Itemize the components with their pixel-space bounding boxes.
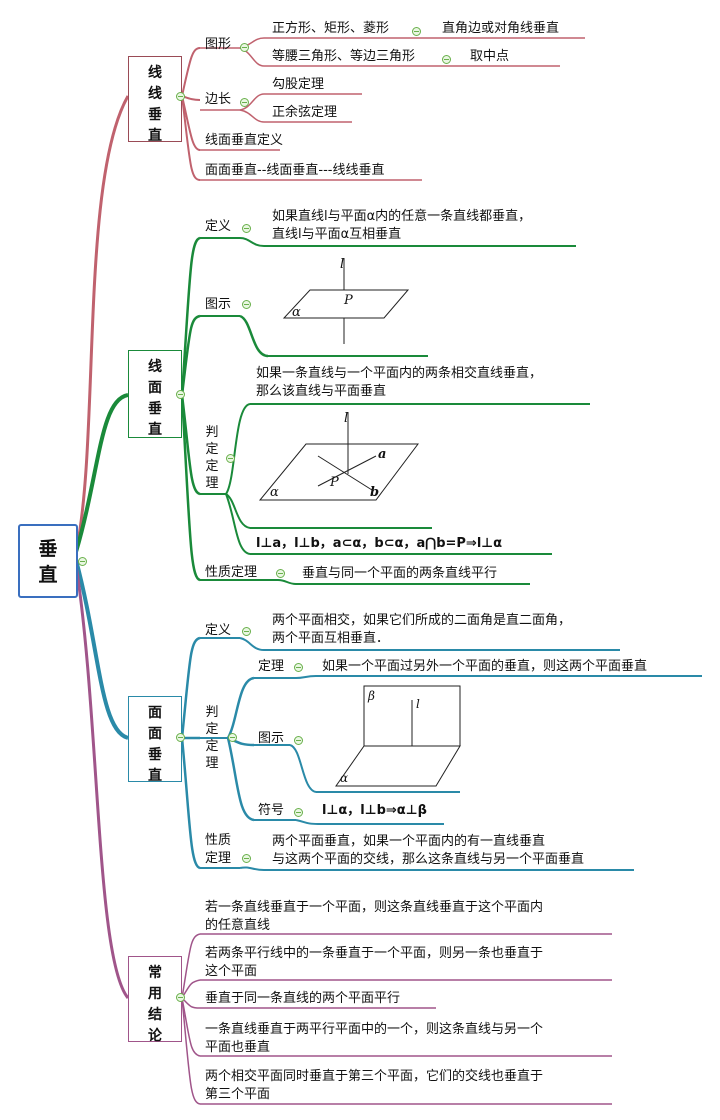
b3-def-label[interactable]: 定义 xyxy=(205,623,232,638)
b3-def-text-2[interactable]: 两个平面互相垂直． xyxy=(272,631,390,646)
b2-judge-text-2[interactable]: 那么该直线与平面垂直 xyxy=(256,384,387,399)
branch-1-label: 线线垂直 xyxy=(148,65,162,144)
b1-shape-leaf-2[interactable]: 取中点 xyxy=(470,49,510,64)
branch-3-collapse-toggle[interactable] xyxy=(176,733,185,742)
fig2-a-label: a xyxy=(378,447,386,462)
branch-4-connectors xyxy=(74,564,612,1105)
fig3-beta-label: β xyxy=(367,689,375,703)
b4-item-2-line-2[interactable]: 这个平面 xyxy=(205,964,258,979)
b3-judge-label[interactable]: 判定定理 xyxy=(205,705,219,771)
b2-def-text-1[interactable]: 如果直线l与平面α内的任意一条直线都垂直， xyxy=(272,209,532,224)
b1-shape-item-1-toggle[interactable] xyxy=(412,27,421,36)
b2-def-text-2[interactable]: 直线l与平面α互相垂直 xyxy=(272,227,402,242)
b4-item-3[interactable]: 垂直于同一条直线的两个平面平行 xyxy=(205,991,401,1006)
b4-item-2-line-1[interactable]: 若两条平行线中的一条垂直于一个平面，则另一条也垂直于 xyxy=(205,946,544,961)
branch-3-label: 面面垂直 xyxy=(148,705,162,784)
figure-1-line-plane xyxy=(282,258,410,344)
b3-prop-toggle[interactable] xyxy=(242,854,251,863)
branch-4-collapse-toggle[interactable] xyxy=(176,993,185,1002)
branch-1-collapse-toggle[interactable] xyxy=(176,92,185,101)
b4-item-1-line-1[interactable]: 若一条直线垂直于一个平面，则这条直线垂直于这个平面内 xyxy=(205,900,544,915)
figure-2-judge xyxy=(258,412,419,501)
b1-side-toggle[interactable] xyxy=(240,98,249,107)
fig1-alpha-label: α xyxy=(292,305,301,320)
branch-1-node[interactable]: 线线垂直 xyxy=(128,56,182,144)
b3-def-toggle[interactable] xyxy=(242,627,251,636)
b3-symbol-label[interactable]: 符号 xyxy=(258,803,285,818)
b1-side-item-1[interactable]: 勾股定理 xyxy=(272,77,325,92)
fig2-b-label: b xyxy=(370,485,379,500)
root-collapse-toggle[interactable] xyxy=(78,557,87,566)
fig3-l-label: l xyxy=(416,697,420,711)
figure-1-labels: l P α xyxy=(292,257,353,320)
b3-prop-text-1[interactable]: 两个平面垂直，如果一个平面内的有一直线垂直 xyxy=(272,834,546,849)
b1-side-item-2[interactable]: 正余弦定理 xyxy=(272,105,338,120)
branch-3-node[interactable]: 面面垂直 xyxy=(128,696,182,784)
branch-2-collapse-toggle[interactable] xyxy=(176,390,185,399)
fig2-alpha-label: α xyxy=(270,485,279,500)
fig1-l-label: l xyxy=(340,257,344,272)
b3-fig-label[interactable]: 图示 xyxy=(258,731,285,746)
b3-prop-text-2[interactable]: 与这两个平面的交线，那么这条直线与另一个平面垂直 xyxy=(272,852,585,867)
b2-prop-text[interactable]: 垂直与同一个平面的两条直线平行 xyxy=(302,566,498,581)
b1-side-label[interactable]: 边长 xyxy=(205,92,232,107)
b1-plane-plane[interactable]: 面面垂直--线面垂直---线线垂直 xyxy=(205,163,385,178)
b2-judge-toggle[interactable] xyxy=(226,454,235,463)
b3-judge-toggle[interactable] xyxy=(228,733,237,742)
b1-shape-leaf-1[interactable]: 直角边或对角线垂直 xyxy=(442,21,560,36)
b2-fig-label[interactable]: 图示 xyxy=(205,297,232,312)
fig2-P-label: P xyxy=(329,475,339,490)
b4-item-5-line-1[interactable]: 两个相交平面同时垂直于第三个平面，它们的交线也垂直于 xyxy=(205,1069,544,1084)
branch-3-connectors xyxy=(74,559,702,871)
branch-4-node[interactable]: 常用结论 xyxy=(128,956,182,1044)
root-node[interactable]: 垂直 xyxy=(18,524,78,598)
b3-def-text-1[interactable]: 两个平面相交，如果它们所成的二面角是直二面角， xyxy=(272,613,572,628)
b3-theorem-text[interactable]: 如果一个平面过另外一个平面的垂直，则这两个平面垂直 xyxy=(322,659,648,674)
b1-line-plane-def[interactable]: 线面垂直定义 xyxy=(205,133,284,148)
b3-fig-toggle[interactable] xyxy=(294,736,303,745)
fig2-l-label: l xyxy=(344,411,348,426)
b1-shape-item-2-toggle[interactable] xyxy=(442,55,451,64)
branch-1-connectors xyxy=(74,37,585,553)
b3-prop-label-1[interactable]: 性质定理 xyxy=(205,833,232,866)
branch-4-label: 常用结论 xyxy=(148,965,162,1044)
b4-item-1-line-2[interactable]: 的任意直线 xyxy=(205,918,271,933)
b2-judge-text-1[interactable]: 如果一条直线与一个平面内的两条相交直线垂直， xyxy=(256,366,543,381)
figure-3-planes xyxy=(335,685,461,787)
b1-shape-toggle[interactable] xyxy=(240,43,249,52)
b2-judge-label[interactable]: 判定定理 xyxy=(205,425,219,491)
b2-judge-symbol[interactable]: l⊥a，l⊥b，a⊂α，b⊂α，a⋂b=P⇒l⊥α xyxy=(256,536,503,551)
b4-item-4-line-1[interactable]: 一条直线垂直于两平行平面中的一个，则这条直线与另一个 xyxy=(205,1022,544,1037)
b1-shape-label[interactable]: 图形 xyxy=(205,37,232,52)
b1-shape-item-1[interactable]: 正方形、矩形、菱形 xyxy=(272,21,390,36)
b2-prop-label[interactable]: 性质定理 xyxy=(205,565,258,580)
branch-2-connectors xyxy=(74,236,590,585)
b3-symbol-text[interactable]: l⊥α，l⊥b⇒α⊥β xyxy=(322,803,427,818)
b2-prop-toggle[interactable] xyxy=(276,569,285,578)
b2-def-toggle[interactable] xyxy=(242,224,251,233)
b3-symbol-toggle[interactable] xyxy=(294,808,303,817)
b4-item-4-line-2[interactable]: 平面也垂直 xyxy=(205,1040,271,1055)
b1-shape-item-2[interactable]: 等腰三角形、等边三角形 xyxy=(272,49,416,64)
b2-fig-toggle[interactable] xyxy=(242,300,251,309)
b4-item-5-line-2[interactable]: 第三个平面 xyxy=(205,1087,271,1102)
fig3-alpha-label: α xyxy=(340,771,348,785)
root-label: 垂直 xyxy=(38,538,58,586)
b3-theorem-toggle[interactable] xyxy=(294,663,303,672)
b2-def-label[interactable]: 定义 xyxy=(205,219,232,234)
branch-2-label: 线面垂直 xyxy=(148,359,162,438)
fig1-P-label: P xyxy=(343,293,353,308)
figure-2-labels: l a P b α xyxy=(270,411,386,500)
b3-theorem-label[interactable]: 定理 xyxy=(258,659,285,674)
branch-2-node[interactable]: 线面垂直 xyxy=(128,350,182,438)
figure-3-labels: β l α xyxy=(340,689,420,785)
